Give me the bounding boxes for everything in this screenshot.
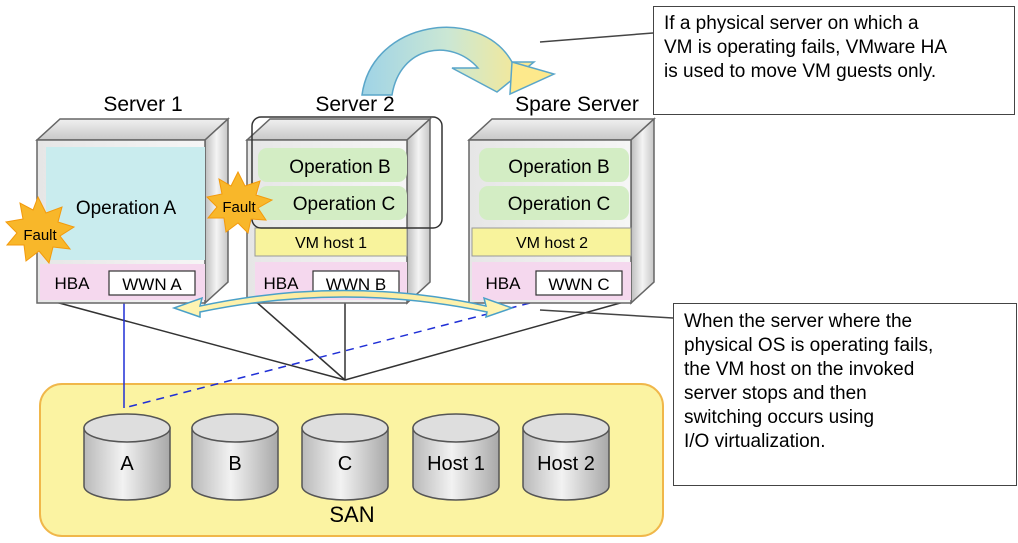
san-label: SAN [329,502,374,527]
disk-host2-label: Host 2 [537,453,595,475]
server-2: Operation B Operation C VM host 1 HBA WW… [245,117,432,305]
hba-label-2: HBA [264,274,300,293]
vmware-ha-callout-line-3: is used to move VM guests only. [664,61,937,82]
hba-label-3: HBA [486,274,522,293]
wwn-a-box [108,270,196,296]
io-callout-line-4: server stops and then [684,383,867,404]
disk-host1: Host 1 [412,413,500,501]
operation-b-label-server2: Operation B [289,157,390,178]
operation-a-label: Operation A [76,198,177,219]
disk-host1-label: Host 1 [427,453,485,475]
server-1-title: Server 1 [103,93,182,116]
hba-label-1: HBA [55,274,91,293]
operation-c-label-spare: Operation C [508,194,610,215]
vmware-ha-callout: If a physical server on which a VM is op… [653,6,1015,115]
fault-label-server2: Fault [222,199,256,216]
vm-host-1-panel [254,227,408,257]
disk-a-label: A [120,453,134,475]
vmware-ha-callout-line-1: If a physical server on which a [664,13,919,34]
disk-host2: Host 2 [522,413,610,501]
operation-b-label-spare: Operation B [508,157,609,178]
vm-host-1-label: VM host 1 [295,235,367,252]
io-virtualization-callout: When the server where the physical OS is… [673,303,1017,486]
callout2-pointer [539,309,674,319]
vm-host-2-label: VM host 2 [516,235,588,252]
wwn-a-label: WWN A [122,275,182,294]
vmware-ha-callout-line-2: VM is operating fails, VMware HA [664,37,947,58]
io-callout-line-2: physical OS is operating fails, [684,335,934,356]
operation-b-panel-spare [479,148,629,182]
operation-c-panel-server2 [258,186,407,220]
disk-b: B [191,413,279,501]
io-callout-line-1: When the server where the [684,311,913,332]
operation-b-panel-server2 [258,148,407,182]
fault-burst-server1: Fault [4,195,76,265]
operation-c-label-server2: Operation C [293,194,395,215]
disk-a: A [83,413,171,501]
vm-group-outline [251,116,443,229]
fault-burst-server2: Fault [205,170,274,235]
callout1-pointer [539,32,654,43]
disk-c-label: C [338,453,352,475]
disk-b-label: B [228,453,241,475]
server-2-title: Server 2 [315,93,394,116]
spare-server: Operation B Operation C VM host 2 HBA WW… [467,117,656,305]
io-callout-line-5: switching occurs using [684,407,875,428]
wwn-c-label: WWN C [548,275,609,294]
wwn-b-label: WWN B [326,275,386,294]
disk-c: C [301,413,389,501]
vmware-ha-move-arrow [361,26,557,96]
io-callout-line-3: the VM host on the invoked [684,359,915,380]
server-1: Operation A HBA WWN A [35,117,230,305]
operation-a-panel [46,147,205,260]
wwn-c-box [535,270,623,296]
operation-c-panel-spare [479,186,629,220]
fault-label-server1: Fault [23,227,57,244]
hba-switch-double-arrow [171,289,515,319]
vm-host-2-panel [471,227,632,257]
spare-server-title: Spare Server [515,93,639,116]
san-connection-lines [47,299,632,381]
io-callout-line-6: I/O virtualization. [684,431,826,452]
